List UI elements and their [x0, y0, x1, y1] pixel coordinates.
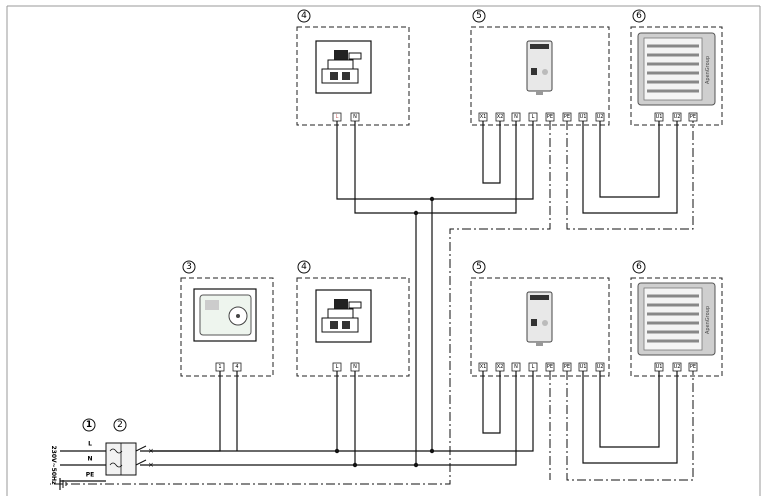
svg-text:PE: PE: [564, 364, 570, 370]
valve-bottom-unit: 4 L N: [296, 260, 410, 377]
heater-icon: ApenGroup: [637, 282, 716, 356]
thermostat-number: 3: [186, 262, 192, 272]
svg-text:X1: X1: [480, 114, 487, 120]
svg-text:X1: X1: [480, 364, 487, 370]
svg-text:U2: U2: [674, 114, 681, 120]
svg-text:X2: X2: [497, 114, 504, 120]
valve-top-term-N: N: [353, 114, 357, 120]
svg-text:PE: PE: [690, 364, 696, 370]
svg-text:N: N: [353, 364, 357, 370]
valve-top-number: 4: [301, 11, 307, 21]
heater-bottom-unit: 6 ApenGroup U1 U2 PE: [630, 260, 723, 377]
controller-top-unit: 5 X1 X2 N L PE PE U1 U2: [470, 9, 610, 126]
controller-bottom-number: 5: [476, 262, 482, 272]
solenoid-valve-icon: [321, 299, 362, 333]
svg-text:4: 4: [235, 364, 238, 370]
controller-bottom-unit: 5 X1 X2 N L PE PE U1 U2: [470, 260, 610, 377]
svg-text:X2: X2: [497, 364, 504, 370]
svg-text:U1: U1: [656, 364, 663, 370]
svg-text:PE: PE: [690, 114, 696, 120]
controller-bottom-terminals: X1 X2 N L PE PE U1 U2: [478, 362, 605, 372]
supply-voltage-label: 230V~50Hz: [50, 445, 57, 485]
heater-top-unit: 6 ApenGroup U1 U2 PE: [630, 9, 723, 126]
speed-controller-icon: [526, 40, 553, 95]
heater-top-brand: ApenGroup: [705, 56, 711, 84]
heater-icon: ApenGroup: [637, 32, 716, 106]
valve-top-unit: 4 L N: [296, 9, 410, 126]
svg-text:U1: U1: [580, 364, 587, 370]
line-label-N: N: [87, 456, 92, 463]
speed-controller-icon: [526, 291, 553, 346]
svg-text:PE: PE: [564, 114, 570, 120]
solenoid-valve-icon: [321, 50, 362, 84]
svg-text:N: N: [514, 364, 518, 370]
svg-text:U2: U2: [674, 364, 681, 370]
valve-bottom-number: 4: [301, 262, 307, 272]
circuit-breaker-icon: × ×: [105, 442, 154, 476]
svg-text:1: 1: [218, 364, 221, 370]
svg-text:×: ×: [148, 447, 154, 455]
svg-text:U1: U1: [656, 114, 663, 120]
svg-text:L: L: [336, 364, 339, 370]
line-label-L: L: [88, 441, 92, 448]
svg-text:PE: PE: [547, 364, 553, 370]
controller-top-terminals: X1 X2 N L PE PE U1 U2: [478, 112, 605, 122]
supply-section: 1 2 L N PE × × 230V~50Hz: [50, 418, 154, 490]
line-label-PE: PE: [86, 472, 95, 479]
controller-top-number: 5: [476, 11, 482, 21]
svg-text:U1: U1: [580, 114, 587, 120]
heater-top-number: 6: [636, 11, 642, 21]
valve-top-term-L: L: [336, 114, 339, 120]
ground-icon: [59, 478, 67, 490]
svg-text:×: ×: [148, 461, 154, 469]
thermostat-unit: 3 1 4: [180, 260, 274, 377]
svg-text:L: L: [532, 114, 535, 120]
breaker-number: 2: [117, 420, 123, 430]
heater-bottom-number: 6: [636, 262, 642, 272]
wires: [50, 121, 694, 485]
svg-text:U2: U2: [597, 114, 604, 120]
supply-number: 1: [86, 420, 92, 430]
thermostat-icon: [193, 288, 257, 342]
svg-text:PE: PE: [547, 114, 553, 120]
heater-bottom-brand: ApenGroup: [705, 306, 711, 334]
svg-text:L: L: [532, 364, 535, 370]
svg-text:N: N: [514, 114, 518, 120]
svg-text:U2: U2: [597, 364, 604, 370]
